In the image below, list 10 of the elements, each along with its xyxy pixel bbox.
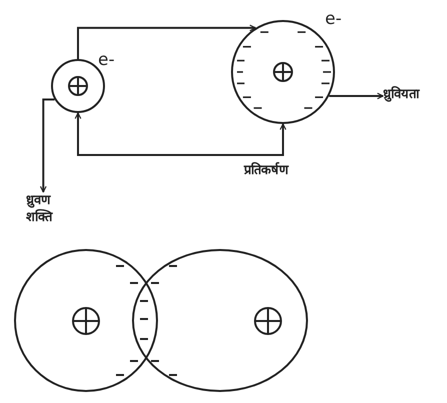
- atom-circle: [14, 249, 158, 392]
- arrow: [74, 112, 286, 156]
- arrow: [40, 98, 55, 193]
- arrow: [77, 24, 256, 59]
- arrow: [329, 92, 384, 100]
- node-label: ध्रुवियता: [383, 86, 445, 106]
- electron-label: e-: [98, 51, 115, 69]
- electron-label: e-: [325, 10, 342, 28]
- node-label: ध्रुवण शक्ति: [26, 192, 74, 226]
- atom-circle: [132, 249, 308, 392]
